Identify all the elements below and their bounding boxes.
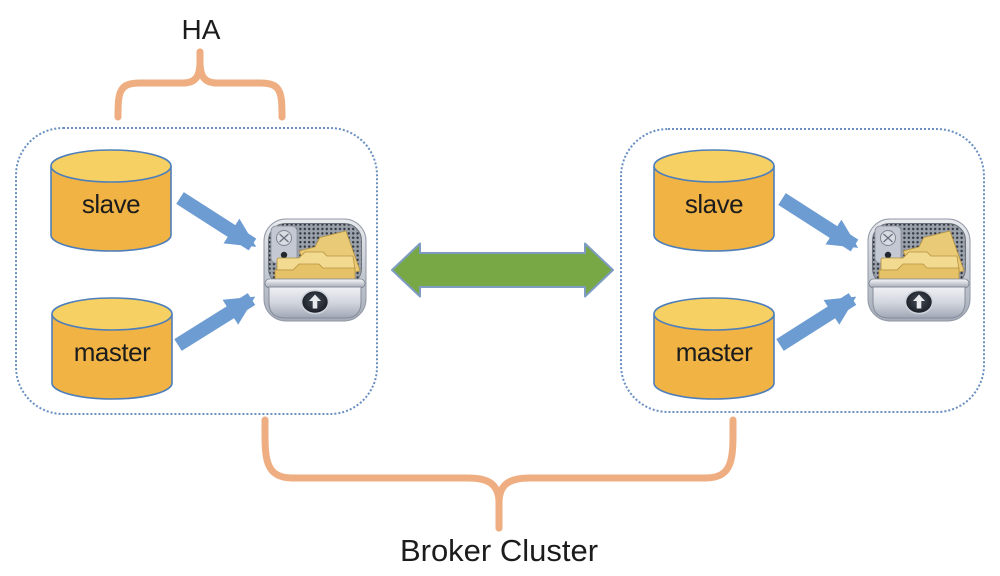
broker-cluster-label: Broker Cluster: [399, 533, 599, 568]
db-cylinder-master-right: master: [653, 297, 775, 400]
broker-cluster-box-left: [15, 127, 378, 415]
inter-cluster-sync-arrow: [391, 242, 614, 298]
db-cylinder-master-left: master: [51, 297, 173, 400]
db-label-slave-left: slave: [81, 189, 141, 219]
broker-cluster-box-right: [620, 128, 985, 413]
db-label-master-left: master: [73, 337, 151, 367]
broker-cluster-brace: [261, 416, 737, 532]
ha-label: HA: [181, 14, 221, 45]
db-cylinder-slave-right: slave: [653, 149, 775, 252]
db-cylinder-slave-left: slave: [50, 149, 172, 252]
broker-file-drawer-icon-left: [263, 218, 367, 322]
broker-file-drawer-icon-right: [867, 218, 971, 322]
ha-brace: [114, 48, 286, 121]
db-label-slave-right: slave: [684, 189, 744, 219]
db-label-master-right: master: [675, 337, 753, 367]
